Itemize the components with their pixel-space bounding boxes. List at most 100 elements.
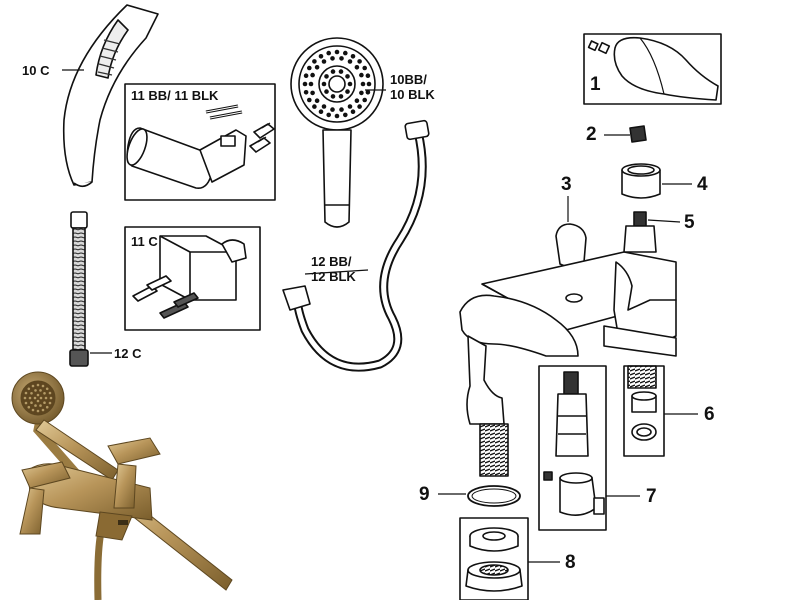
nozzle-dot: [36, 393, 40, 397]
nozzle-dot: [49, 396, 53, 400]
nozzle-dot: [357, 59, 362, 64]
nozzle-dot: [321, 59, 327, 64]
left-threaded-shank: [479, 423, 509, 477]
nozzle-dot: [321, 81, 327, 87]
nozzle-dot: [33, 396, 37, 400]
part-9-o-ring: [438, 485, 521, 507]
hand-shower-10bb: [290, 37, 386, 228]
label-part-5: 5: [684, 212, 695, 233]
nozzle-dot: [314, 65, 320, 70]
nozzle-dot: [43, 392, 46, 395]
nozzle-dot: [36, 409, 40, 413]
label-10bb-line1: 10BB/: [390, 72, 427, 87]
nozzle-dot: [339, 107, 344, 112]
label-12bb-line1: 12 BB/: [311, 254, 352, 269]
nozzle-dot: [339, 56, 344, 61]
label-11bb-11blk: 11 BB/ 11 BLK: [131, 88, 219, 103]
nozzle-dot: [347, 81, 353, 87]
nozzle-dot: [324, 74, 329, 79]
nozzle-dot: [307, 97, 312, 103]
nozzle-dot: [308, 81, 314, 87]
nozzle-dot: [365, 90, 371, 95]
nozzle-dot: [347, 59, 353, 64]
nozzle-dot: [334, 113, 340, 119]
hose-12c: [69, 211, 112, 367]
nozzle-dot: [314, 98, 320, 103]
nozzle-dot: [343, 50, 348, 56]
label-part-1: 1: [590, 74, 601, 95]
nozzle-dot: [338, 69, 344, 74]
nozzle-dot: [34, 389, 37, 392]
part-4-ring: [621, 163, 692, 199]
nozzle-dot: [362, 65, 368, 71]
nozzle-dot: [318, 109, 324, 114]
label-11c: 11 C: [131, 234, 158, 249]
product-photo-brass-mixer: [11, 371, 233, 600]
nozzle-dot: [48, 401, 52, 405]
nozzle-dot: [312, 59, 317, 64]
nozzle-dot: [345, 74, 350, 79]
part-8-backnut-box: [459, 517, 560, 600]
nozzle-dot: [350, 54, 356, 59]
part-3-cap: [555, 196, 587, 268]
part-5-cartridge: [623, 211, 681, 253]
hand-shower-10c: [62, 4, 159, 188]
nozzle-dot: [343, 112, 348, 118]
nozzle-dot: [39, 404, 42, 407]
nozzle-dot: [36, 383, 40, 387]
nozzle-dot: [302, 81, 308, 87]
nozzle-dot: [27, 387, 31, 391]
label-part-6: 6: [704, 404, 715, 425]
part-7-cartridge-box: [538, 365, 640, 531]
nozzle-dot: [44, 396, 48, 400]
label-12bb-12blk: 12 BB/ 12 BLK: [311, 254, 356, 284]
label-part-3: 3: [561, 174, 572, 195]
nozzle-dot: [360, 81, 366, 87]
nozzle-dot: [28, 396, 32, 400]
nozzle-dot: [303, 90, 309, 95]
bath-mixer-body: [459, 251, 677, 425]
wall-bracket-11c-box: [124, 226, 261, 331]
label-part-8: 8: [565, 552, 576, 573]
label-10bb-10blk: 10BB/ 10 BLK: [390, 72, 435, 102]
nozzle-dot: [357, 104, 362, 109]
label-part-7: 7: [646, 486, 657, 507]
right-threaded-shank: [627, 365, 657, 389]
nozzle-dot: [330, 94, 336, 99]
nozzle-dot: [31, 408, 35, 412]
nozzle-dot: [23, 396, 27, 400]
part-1-handle-box: [583, 33, 722, 105]
nozzle-dot: [365, 73, 371, 78]
label-10c: 10 C: [22, 63, 50, 78]
hose-12bb: [282, 119, 430, 372]
nozzle-dot: [330, 56, 335, 61]
nozzle-dot: [362, 97, 368, 103]
nozzle-dot: [330, 69, 336, 74]
nozzle-dot: [27, 405, 31, 409]
nozzle-dot: [312, 104, 317, 109]
nozzle-dot: [45, 405, 49, 409]
label-12c: 12 C: [114, 346, 142, 361]
label-part-4: 4: [697, 174, 708, 195]
nozzle-dot: [39, 389, 42, 392]
nozzle-dot: [24, 391, 28, 395]
nozzle-dot: [310, 72, 315, 78]
label-part-9: 9: [419, 484, 430, 505]
wall-bracket-11bb-box: [124, 83, 276, 201]
label-12bb-line2: 12 BLK: [311, 269, 356, 284]
nozzle-dot: [347, 104, 353, 109]
nozzle-dot: [345, 89, 350, 94]
nozzle-dot: [45, 387, 49, 391]
part-6-diverter-box: [623, 365, 698, 457]
nozzle-dot: [366, 81, 372, 87]
nozzle-dot: [359, 90, 364, 96]
nozzle-dot: [359, 72, 364, 78]
part-2-nut: [604, 125, 647, 143]
nozzle-dot: [41, 384, 45, 388]
nozzle-dot: [43, 401, 46, 405]
nozzle-dot: [30, 392, 33, 395]
label-10bb-line2: 10 BLK: [390, 87, 435, 102]
nozzle-dot: [321, 104, 327, 109]
nozzle-dot: [326, 50, 332, 56]
